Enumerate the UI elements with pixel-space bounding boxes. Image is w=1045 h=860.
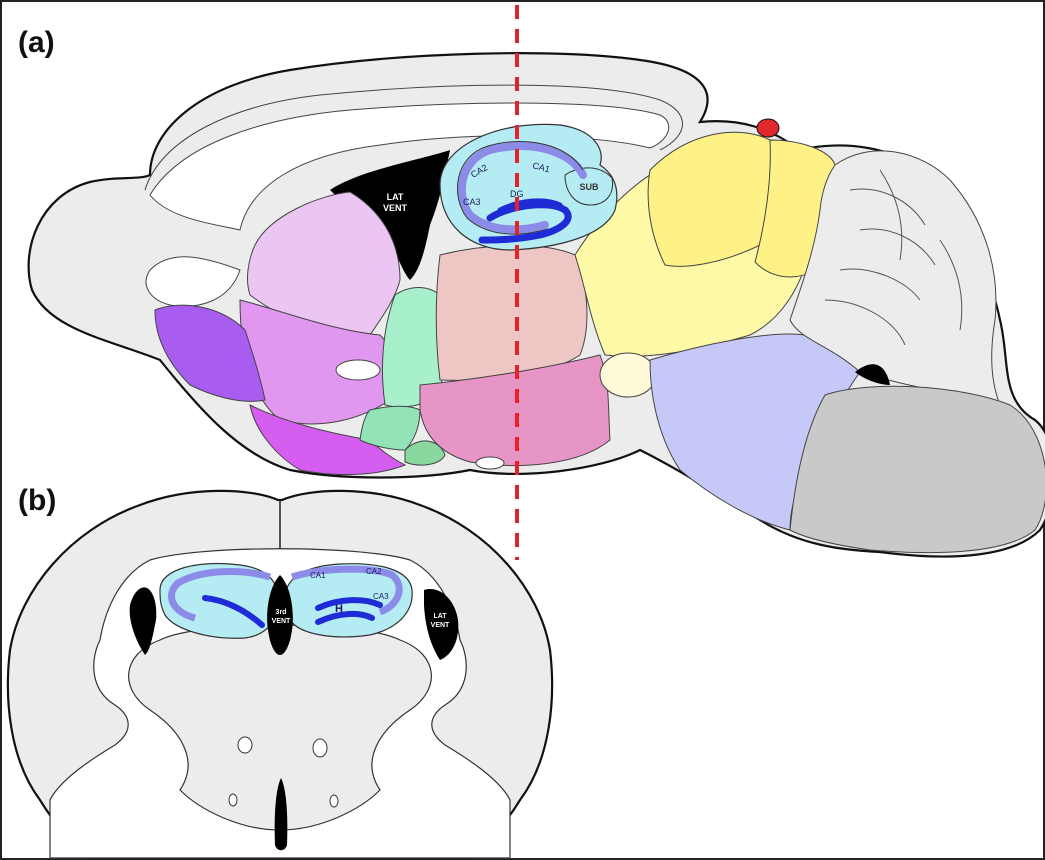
coronal-hole-3 [229, 794, 237, 806]
lat-vent-label-line2: VENT [383, 203, 408, 213]
third-vent-label-line1: 3rd [276, 609, 287, 616]
anterior-commissure [336, 360, 380, 380]
lat-vent-label-line1: LAT [387, 192, 404, 202]
brainstem-grey-region [790, 386, 1045, 552]
coronal-hole-1 [238, 737, 252, 753]
coronal-ca1-label: CA1 [310, 571, 326, 580]
coronal-hole-2 [313, 739, 327, 757]
hypothalamus-green-region [360, 406, 420, 450]
pineal-gland [757, 119, 779, 137]
mammillary-hole [476, 457, 504, 469]
third-vent-label-line2: VENT [272, 618, 291, 625]
sub-label: SUB [579, 182, 599, 192]
coronal-lat-vent-label-line2: VENT [431, 622, 450, 629]
panel-a-label: (a) [18, 26, 55, 59]
coronal-ca2-label: CA2 [366, 567, 382, 576]
pons-cream-region [600, 353, 656, 397]
diencephalon-salmon-region [436, 246, 587, 381]
ca3-label: CA3 [463, 197, 481, 207]
coronal-lat-vent-label-line1: LAT [433, 613, 447, 620]
coronal-ca3-label: CA3 [373, 592, 389, 601]
coronal-hole-4 [330, 795, 338, 807]
coronal-h-label: H [335, 603, 343, 615]
coronal-section: LAT VENT 3rd VENT CA1 CA2 CA3 H [8, 491, 552, 858]
panel-b-label: (b) [18, 484, 56, 517]
